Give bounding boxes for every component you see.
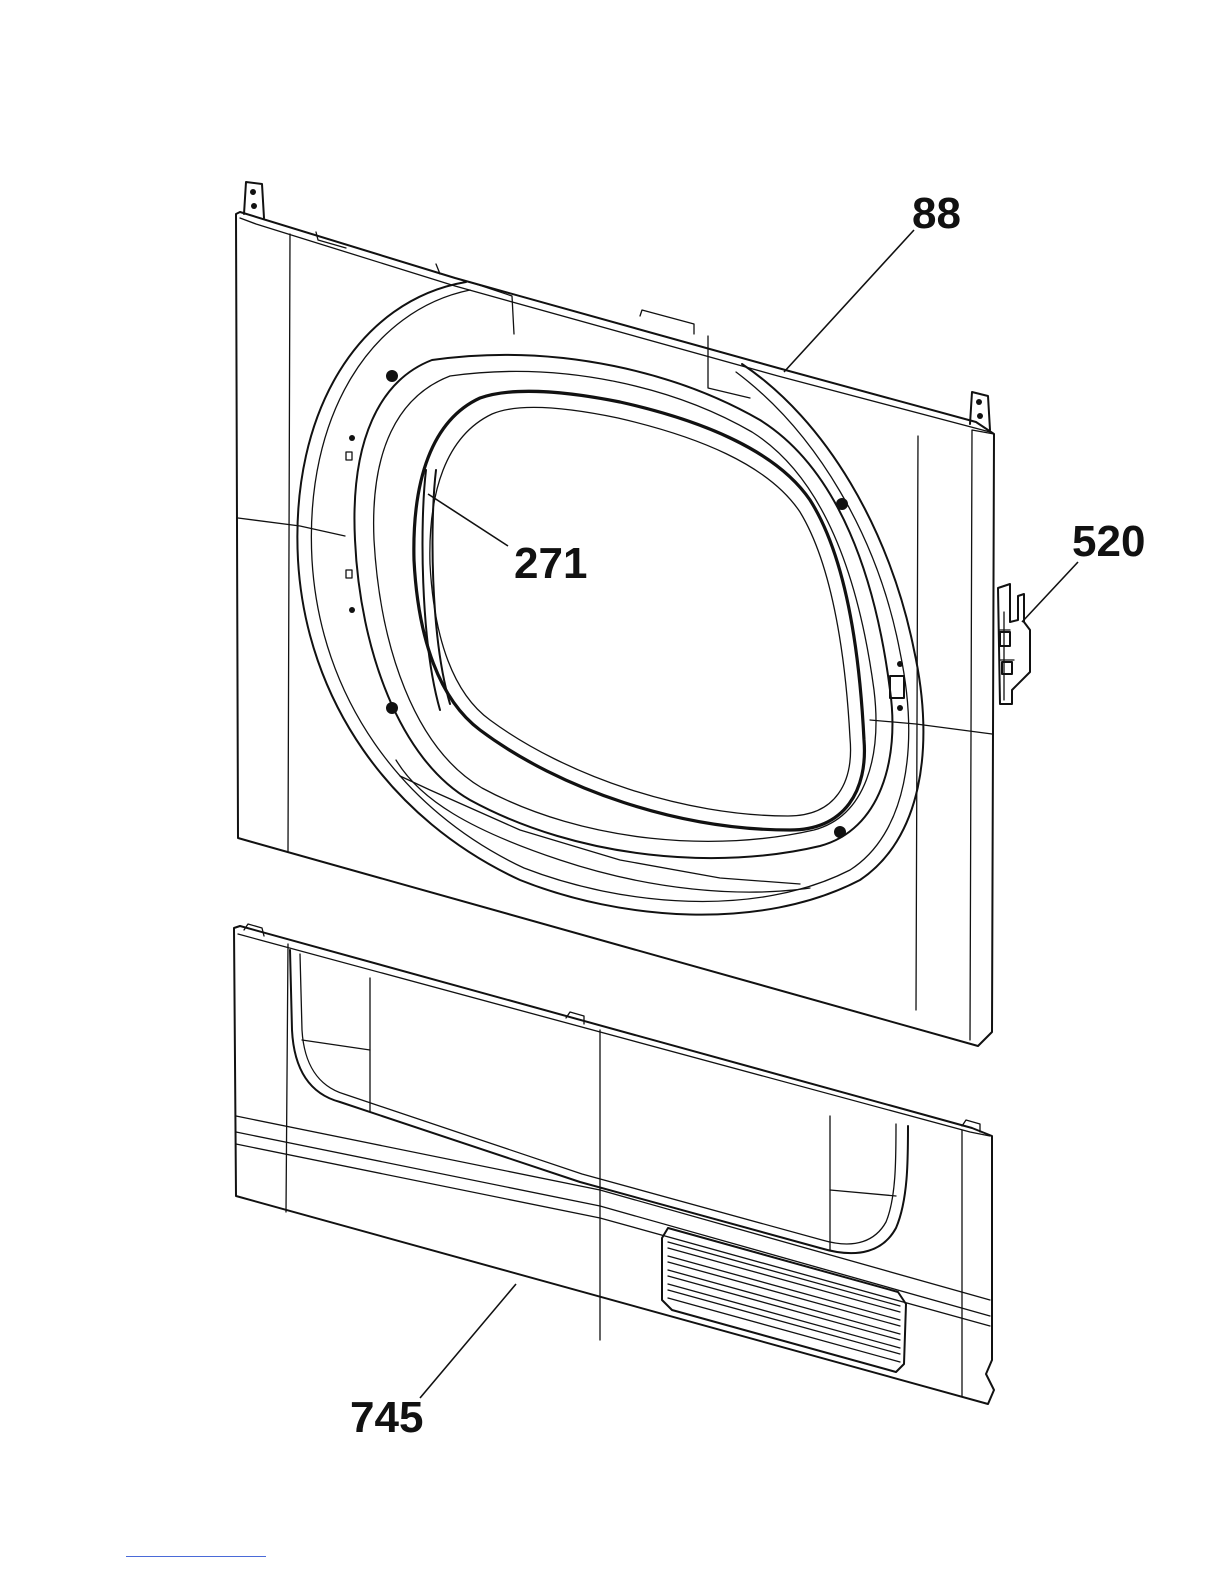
kick-panel (234, 924, 994, 1404)
leader-271 (428, 494, 508, 546)
leader-88 (784, 230, 914, 372)
leader-745 (420, 1284, 516, 1398)
callout-271: 271 (514, 539, 587, 588)
door-switch (998, 584, 1030, 704)
leader-520 (1022, 562, 1078, 622)
callout-520: 520 (1072, 517, 1145, 566)
callout-745: 745 (350, 1393, 423, 1442)
callout-88: 88 (912, 189, 961, 238)
footer-link-underline (126, 1556, 266, 1557)
front-panel (236, 182, 994, 1046)
